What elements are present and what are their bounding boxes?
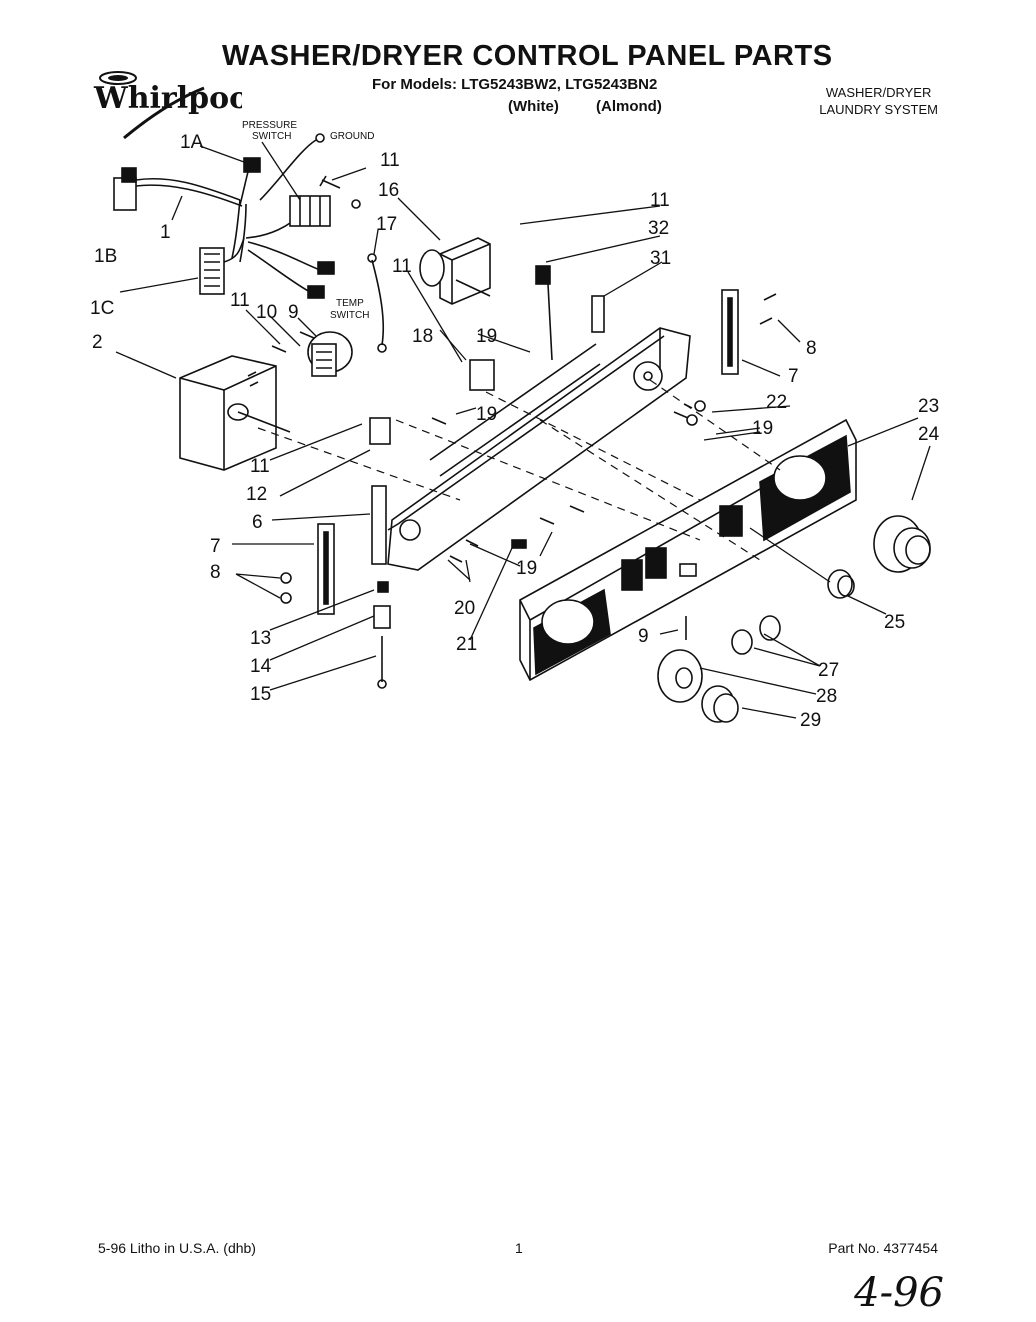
label-22: 22 [766, 392, 787, 413]
label-13: 13 [250, 628, 271, 649]
connector-1b-cap [121, 167, 137, 183]
leader-lines [115, 141, 931, 719]
label-1b: 1B [94, 246, 117, 267]
label-16: 16 [378, 180, 399, 201]
handwritten-date: 4-96 [854, 1270, 944, 1316]
timer-box [179, 355, 291, 471]
connector-1c [199, 247, 225, 295]
callout-pressure-1: PRESSURE [242, 120, 297, 131]
wiring-harness [113, 133, 335, 299]
label-8-left: 8 [210, 562, 221, 583]
timer-motor [419, 237, 491, 305]
label-7-left: 7 [210, 536, 221, 557]
label-1c: 1C [90, 298, 114, 319]
label-18: 18 [412, 326, 433, 347]
label-11-left: 11 [230, 290, 250, 311]
label-10: 10 [256, 302, 277, 323]
label-21: 21 [456, 634, 477, 655]
label-7-right: 7 [788, 366, 799, 387]
label-1a: 1A [180, 132, 204, 153]
panel-window-c [645, 547, 667, 579]
temp-switch [271, 331, 353, 377]
label-12: 12 [246, 484, 267, 505]
temp-connector-a [317, 261, 335, 275]
label-19-d: 19 [516, 558, 537, 579]
part-18-switch [469, 359, 495, 391]
part-9-screw-b [679, 563, 697, 577]
label-8-right: 8 [806, 338, 817, 359]
part-21-clip [511, 539, 527, 549]
connector-1b [113, 177, 137, 211]
label-1: 1 [160, 222, 171, 243]
whirlpool-logo: Whirlpool [93, 71, 242, 140]
label-9-top: 9 [288, 302, 299, 323]
console-panel [519, 418, 857, 682]
system-label: WASHER/DRYER LAUNDRY SYSTEM [819, 84, 938, 118]
label-25: 25 [884, 612, 905, 633]
label-14: 14 [250, 656, 272, 677]
callout-temp-2: SWITCH [330, 310, 369, 321]
label-19-a: 19 [476, 326, 497, 347]
label-19-c: 19 [752, 418, 773, 439]
part-14-grommet [373, 605, 391, 629]
label-17: 17 [376, 214, 397, 235]
part-12-switch [369, 417, 391, 445]
models-line: For Models: LTG5243BW2, LTG5243BN2 [372, 76, 658, 93]
washer-top [351, 199, 361, 209]
page-title: WASHER/DRYER CONTROL PANEL PARTS [222, 40, 833, 72]
screw-11-top [319, 175, 341, 189]
label-28: 28 [816, 686, 837, 707]
variant-almond: (Almond) [596, 98, 662, 115]
label-20: 20 [454, 598, 475, 619]
label-27: 27 [818, 660, 839, 681]
callout-ground: GROUND [330, 131, 374, 142]
part-32-clip [535, 265, 551, 285]
knob-25 [827, 569, 855, 599]
footer-page-number: 1 [515, 1240, 523, 1256]
label-23: 23 [918, 396, 939, 417]
label-31: 31 [650, 248, 671, 269]
ground-wire [371, 259, 385, 346]
callout-temp-1: TEMP [336, 298, 364, 309]
panel-window-a [719, 505, 743, 537]
system-line-1: WASHER/DRYER [825, 85, 932, 100]
connector-1a [243, 157, 261, 173]
knob-29 [701, 685, 739, 723]
console-frame [387, 327, 691, 571]
knob-24 [873, 515, 931, 573]
system-line-2: LAUNDRY SYSTEM [819, 102, 938, 117]
label-19-b: 19 [476, 404, 497, 425]
label-6: 6 [252, 512, 263, 533]
part-31-bracket [591, 295, 605, 333]
label-24: 24 [918, 424, 940, 445]
label-11-top: 11 [380, 150, 400, 171]
label-11-right: 11 [650, 190, 670, 211]
knob-28 [657, 649, 703, 703]
footer-part-number: Part No. 4377454 [828, 1240, 938, 1256]
footer-litho: 5-96 Litho in U.S.A. (dhb) [98, 1240, 256, 1256]
label-15: 15 [250, 684, 271, 705]
callout-pressure-2: SWITCH [252, 131, 291, 142]
part-6-bracket [371, 485, 387, 565]
panel-window-b [621, 559, 643, 591]
label-11-mid: 11 [392, 256, 412, 277]
temp-connector-b [307, 285, 325, 299]
label-32: 32 [648, 218, 669, 239]
variant-white: (White) [508, 98, 559, 115]
label-2: 2 [92, 332, 103, 353]
logo-text: Whirlpool [93, 81, 242, 116]
label-9-bottom: 9 [638, 626, 649, 647]
part-13-nut [377, 581, 389, 593]
label-29: 29 [800, 710, 821, 731]
label-11-bottom: 11 [250, 456, 270, 477]
